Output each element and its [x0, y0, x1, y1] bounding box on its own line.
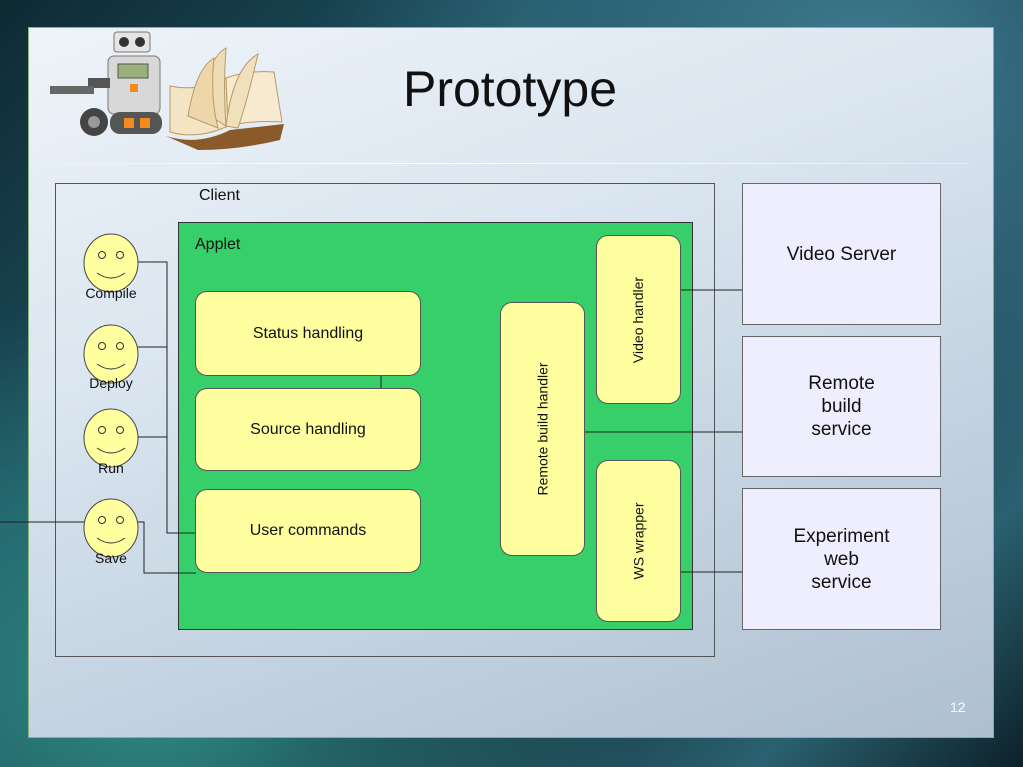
ws-wrapper-label: WS wrapper: [630, 502, 647, 580]
user-commands-box: User commands: [195, 489, 421, 573]
client-container: [55, 183, 715, 657]
page-number: 12: [950, 699, 966, 715]
experiment-web-service-label: Experiment web service: [793, 525, 890, 593]
robot-and-book-icon: [50, 31, 284, 150]
smiley-face-icon: [83, 233, 139, 293]
actor-deploy-label: Deploy: [89, 375, 133, 391]
status-handling-box: Status handling: [195, 291, 421, 376]
actor-run-label: Run: [98, 460, 124, 476]
status-handling-label: Status handling: [252, 324, 364, 342]
experiment-web-service-box: Experiment web service: [742, 488, 941, 630]
source-handling-box: Source handling: [195, 388, 421, 471]
client-label: Client: [199, 187, 240, 204]
actor-save-label: Save: [95, 550, 127, 566]
smiley-face-icon: [83, 408, 139, 468]
remote-build-service-label: Remote build service: [808, 373, 875, 440]
user-commands-label: User commands: [249, 522, 367, 539]
video-server-box: Video Server: [742, 183, 941, 325]
video-handler-box: Video handler: [596, 235, 681, 404]
title-divider: [52, 163, 970, 164]
smiley-face-icon: [83, 324, 139, 384]
slide-title: Prototype: [402, 61, 617, 117]
video-server-label: Video Server: [786, 243, 897, 265]
actor-compile-label: Compile: [85, 285, 137, 301]
remote-build-handler-label: Remote build handler: [534, 362, 551, 496]
video-handler-label: Video handler: [630, 276, 647, 363]
remote-build-handler-box: Remote build handler: [500, 302, 585, 556]
remote-build-service-box: Remote build service: [742, 336, 941, 477]
source-handling-label: Source handling: [250, 420, 366, 438]
smiley-face-icon: [83, 498, 139, 558]
applet-label: Applet: [195, 236, 241, 253]
ws-wrapper-box: WS wrapper: [596, 460, 681, 622]
